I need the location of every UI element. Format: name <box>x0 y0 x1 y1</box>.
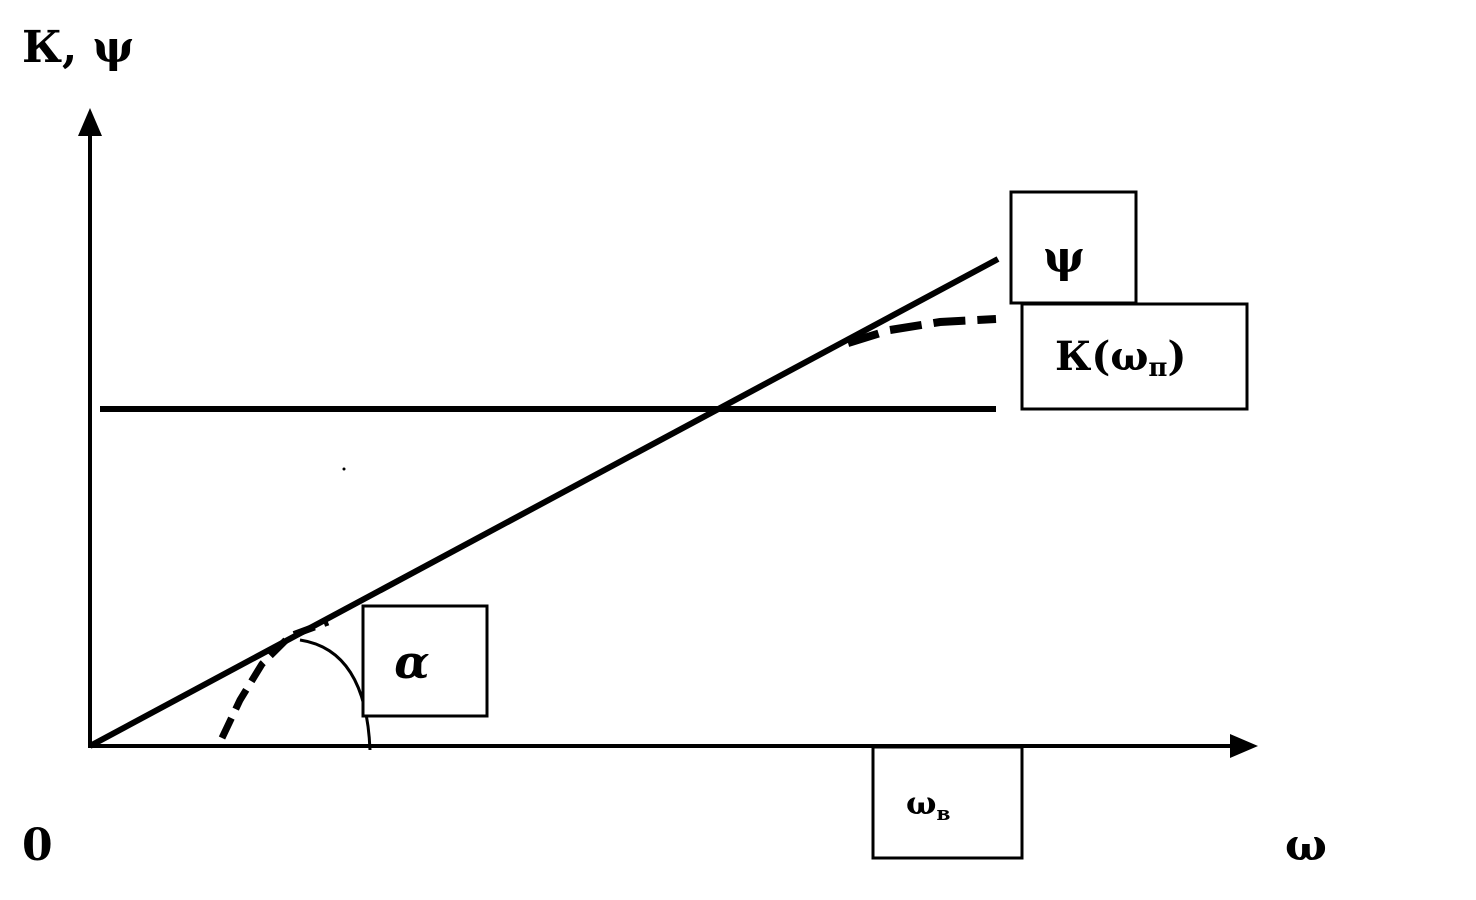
alpha-angle-arc <box>299 638 372 751</box>
alpha-label: α <box>394 635 429 689</box>
x-axis-label: ω <box>1285 820 1327 871</box>
y-axis-arrow-icon <box>78 108 102 136</box>
k-label-subscript: п <box>1148 353 1167 383</box>
omega-b-subscript: в <box>936 801 950 825</box>
origin-label: 0 <box>22 820 53 871</box>
psi-line <box>88 256 1000 749</box>
speck-mark <box>342 467 346 471</box>
alpha-label-box <box>361 604 489 718</box>
k-label-close: ) <box>1167 333 1186 380</box>
psi-label-box <box>1009 190 1138 305</box>
psi-label: ψ <box>1043 232 1084 283</box>
k-curve-lower-dashed <box>218 618 330 740</box>
omega-b-label-box <box>871 745 1024 860</box>
y-axis-label: К, ψ <box>22 22 134 73</box>
k-curve-upper-dashed <box>846 315 997 347</box>
omega-b-label: ωв <box>906 784 950 825</box>
omega-b-main: ω <box>906 784 936 822</box>
k-label: К(ωп) <box>1055 333 1186 383</box>
k-label-main: К(ω <box>1055 333 1148 380</box>
x-axis-arrow-icon <box>1230 734 1258 758</box>
k-label-box <box>1020 302 1249 411</box>
